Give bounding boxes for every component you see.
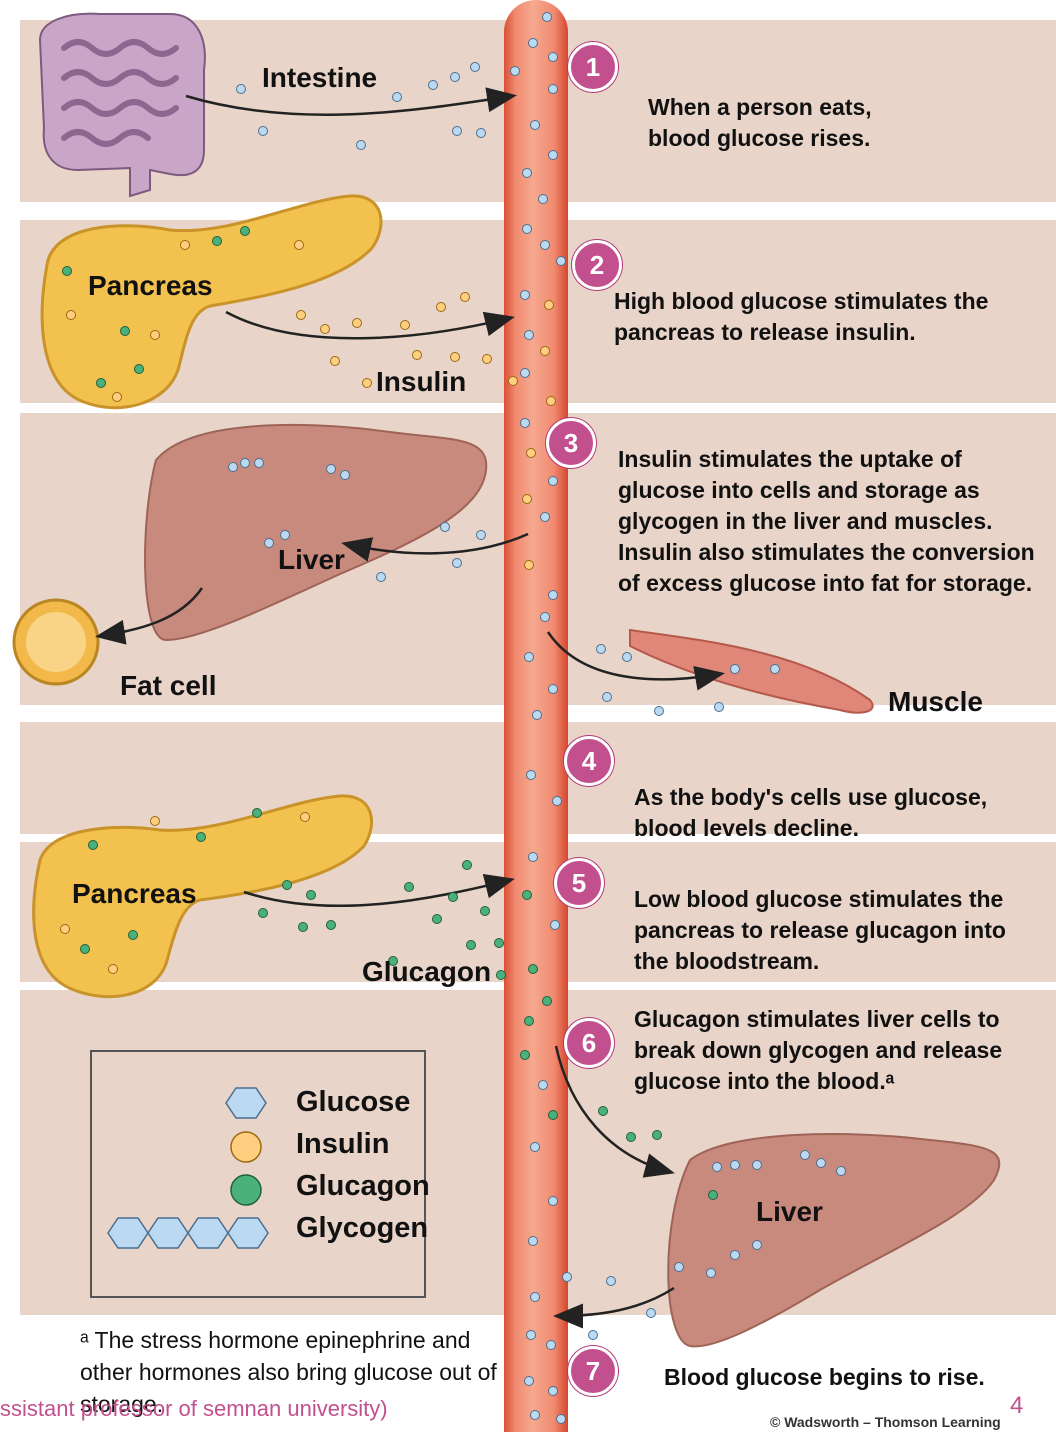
legend-insulin-icon [231, 1132, 261, 1162]
legend-glycogen-icon [108, 1218, 268, 1248]
legend-glycogen-label: Glycogen [296, 1212, 428, 1245]
legend-glucagon-icon [231, 1175, 261, 1205]
legend-insulin-label: Insulin [296, 1128, 389, 1161]
watermark: ssistant professor of semnan university) [0, 1396, 388, 1422]
credit: © Wadsworth – Thomson Learning [770, 1414, 1001, 1430]
legend-glucagon-label: Glucagon [296, 1170, 430, 1203]
legend-glucose-icon [226, 1088, 266, 1118]
page-number: 4 [1010, 1392, 1023, 1420]
legend-glucose-label: Glucose [296, 1086, 410, 1119]
